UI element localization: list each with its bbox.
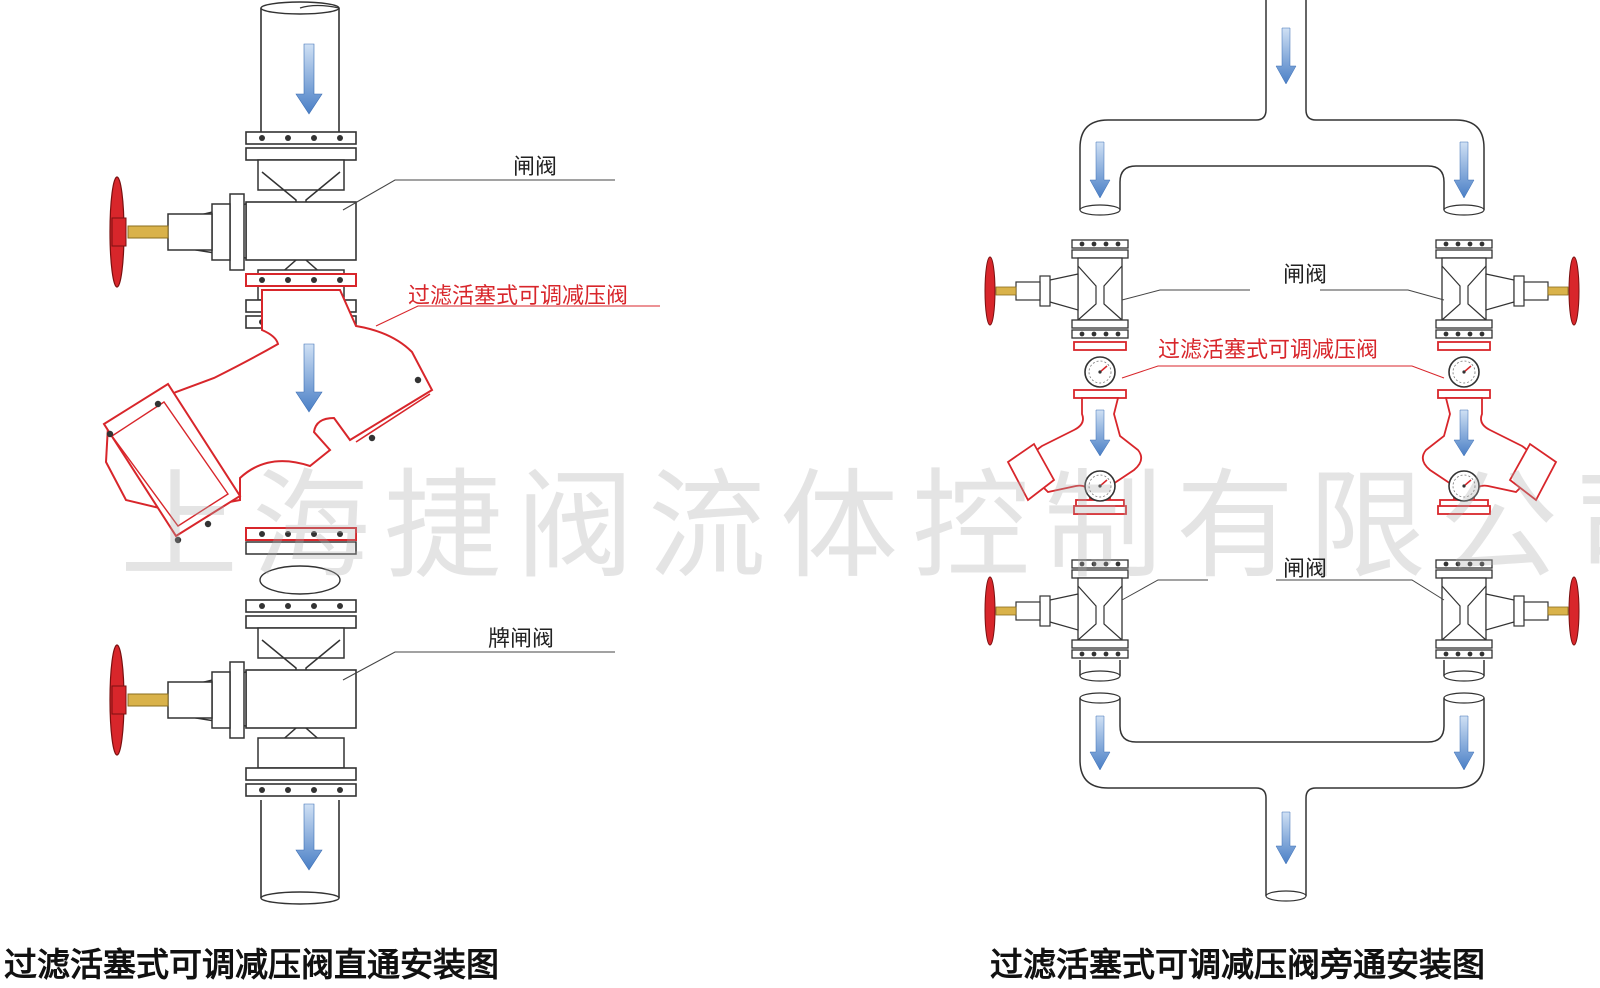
label-bypass-pressure-reducing-valve: 过滤活塞式可调减压阀 [1158, 338, 1379, 363]
straight-through-drawing [102, 1, 660, 905]
label-brand-gate-valve: 牌闸阀 [488, 627, 555, 652]
caption-bypass: 过滤活塞式可调减压阀旁通安装图 [990, 945, 1485, 984]
caption-straight-through: 过滤活塞式可调减压阀直通安装图 [4, 945, 499, 984]
label-bypass-gate-valve-lower: 闸阀 [1283, 557, 1328, 582]
label-bypass-gate-valve-upper: 闸阀 [1283, 263, 1328, 288]
label-pressure-reducing-valve: 过滤活塞式可调减压阀 [408, 284, 629, 309]
bypass-drawing [984, 0, 1580, 902]
label-gate-valve-upper: 闸阀 [513, 155, 558, 180]
